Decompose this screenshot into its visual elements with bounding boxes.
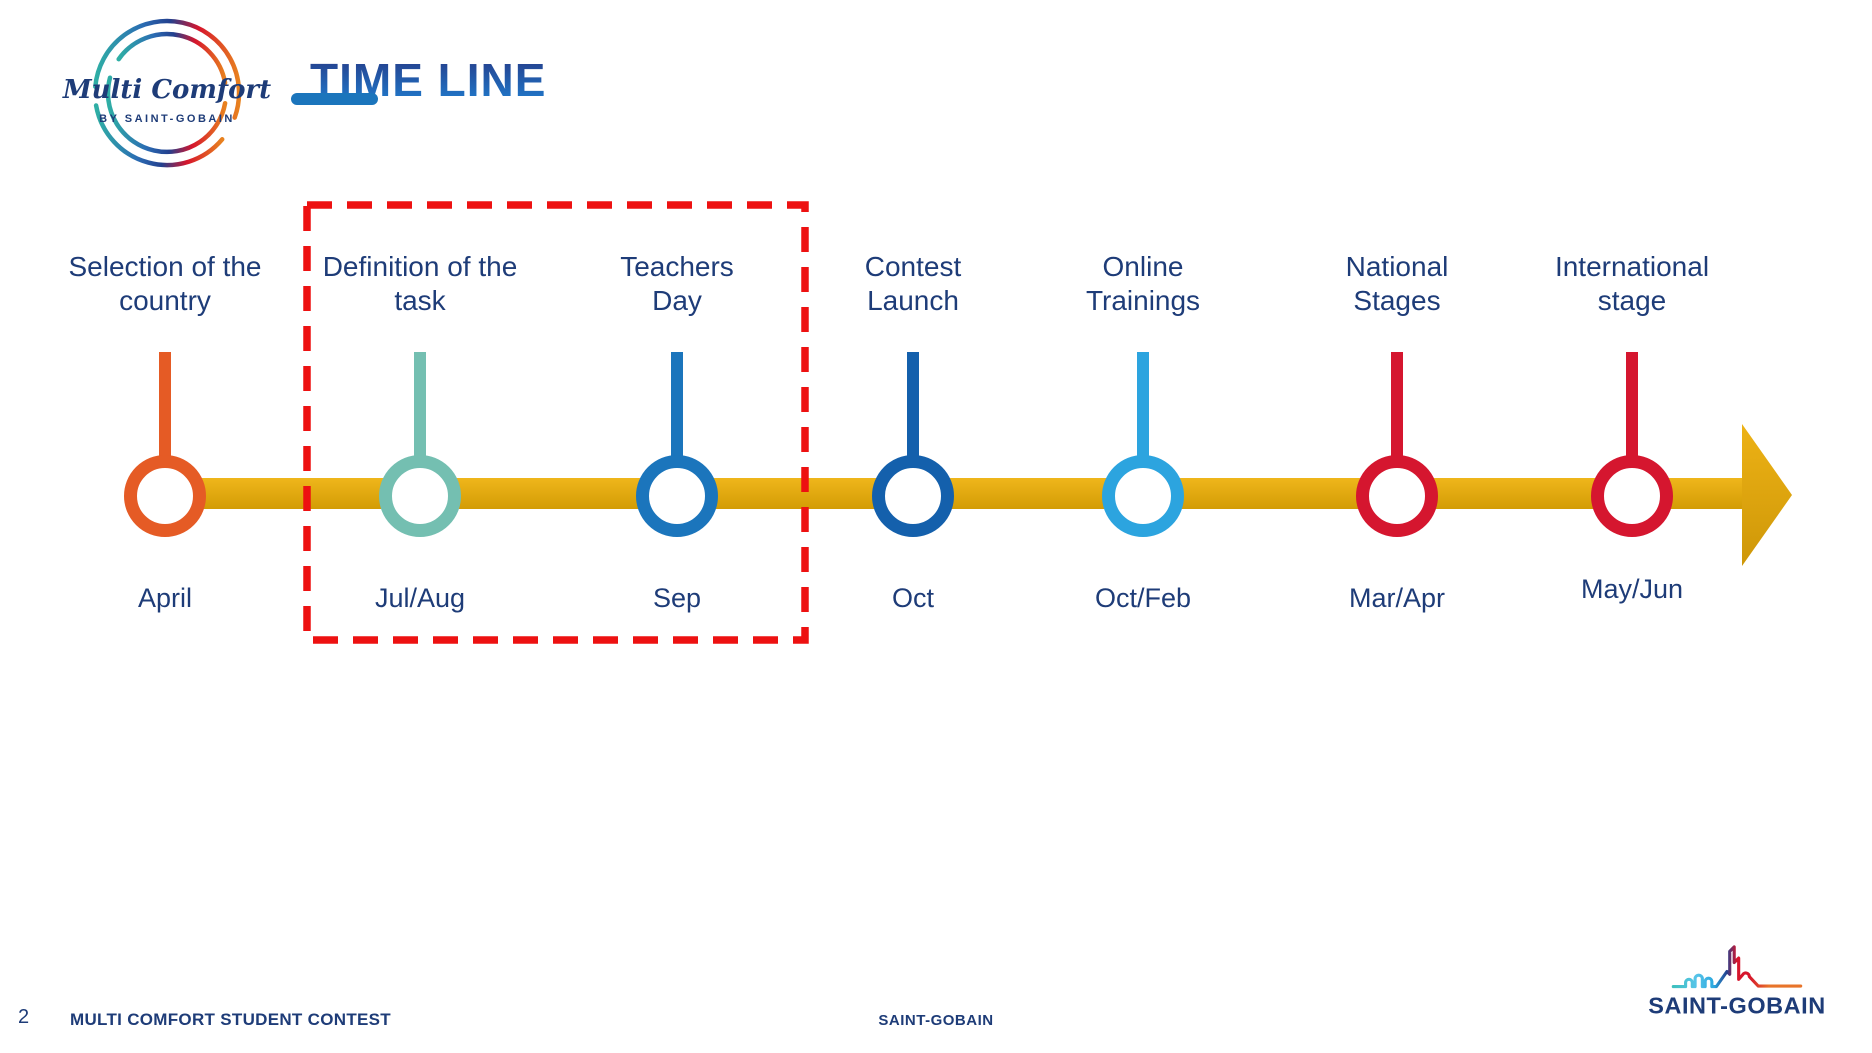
milestone-selection-of-the-country: Selection of the country April [35, 245, 295, 613]
milestone-international-stage: International stage May/Jun [1502, 245, 1762, 610]
milestone-label: National Stages [1267, 250, 1527, 318]
milestone-stem [1391, 352, 1403, 462]
milestone-label-line2: Trainings [1085, 285, 1201, 316]
milestone-label-line1: National [1345, 251, 1449, 282]
milestone-ring [1356, 455, 1438, 537]
milestone-label-line2: Launch [867, 285, 959, 316]
milestone-month: April [137, 583, 192, 613]
milestone-label: Selection of the country [35, 250, 295, 318]
milestone-ring [1591, 455, 1673, 537]
title-underline [291, 93, 378, 105]
milestone-contest-launch: Contest Launch Oct [783, 245, 1043, 613]
milestone-stem [1137, 352, 1149, 462]
multi-comfort-logo: Multi Comfort BY SAINT-GOBAIN [63, 13, 271, 173]
multi-comfort-brand-text: Multi Comfort [62, 75, 272, 105]
saint-gobain-logo: SAINT-GOBAIN [1642, 936, 1832, 1026]
milestone-label: Online Trainings [1013, 250, 1273, 318]
milestone-label-line1: Contest [864, 251, 962, 282]
milestone-month: Oct [891, 583, 934, 613]
milestone-online-trainings: Online Trainings Oct/Feb [1013, 245, 1273, 613]
milestone-stem [159, 352, 171, 462]
milestone-label-line1: Teachers [620, 251, 734, 282]
milestone-month: Sep [652, 583, 702, 613]
milestone-label-line1: Selection of the [68, 251, 262, 282]
milestone-month: May/Jun [1580, 574, 1684, 604]
milestone-label-line2: country [119, 285, 211, 316]
milestone-label: Contest Launch [783, 250, 1043, 318]
milestone-label-line1: International [1554, 251, 1710, 282]
milestone-label: Teachers Day [547, 250, 807, 318]
milestone-label-line2: Stages [1353, 285, 1441, 316]
milestone-teachers-day: Teachers Day Sep [547, 245, 807, 613]
milestone-label-line2: stage [1597, 285, 1667, 316]
milestone-stem [1626, 352, 1638, 462]
milestone-month: Mar/Apr [1348, 583, 1446, 613]
milestone-label-line2: Day [652, 285, 702, 316]
page-number: 2 [18, 1006, 30, 1028]
milestone-definition-of-the-task: Definition of the task Jul/Aug [290, 245, 550, 613]
milestone-national-stages: National Stages Mar/Apr [1267, 245, 1527, 613]
milestone-stem [671, 352, 683, 462]
milestone-month: Jul/Aug [374, 583, 466, 613]
milestone-ring [872, 455, 954, 537]
milestone-ring [124, 455, 206, 537]
milestone-label-line2: task [394, 285, 446, 316]
milestone-label: International stage [1502, 250, 1762, 318]
milestone-label-line1: Online [1102, 251, 1184, 282]
milestone-stem [414, 352, 426, 462]
multi-comfort-rings-icon [93, 18, 242, 168]
saint-gobain-logo-text: SAINT-GOBAIN [1648, 992, 1826, 1018]
footer-company-name: SAINT-GOBAIN [878, 1012, 994, 1029]
timeline-arrowhead-icon [1742, 424, 1792, 566]
milestone-month: Oct/Feb [1094, 583, 1192, 613]
saint-gobain-skyline-icon: SAINT-GOBAIN [1648, 945, 1826, 1018]
footer-contest-title: MULTI COMFORT STUDENT CONTEST [70, 1010, 391, 1029]
milestone-label-line1: Definition of the [322, 251, 518, 282]
milestone-label: Definition of the task [290, 250, 550, 318]
highlight-box [303, 201, 809, 644]
milestone-stem [907, 352, 919, 462]
milestone-ring [1102, 455, 1184, 537]
multi-comfort-subtitle-text: BY SAINT-GOBAIN [99, 113, 235, 125]
